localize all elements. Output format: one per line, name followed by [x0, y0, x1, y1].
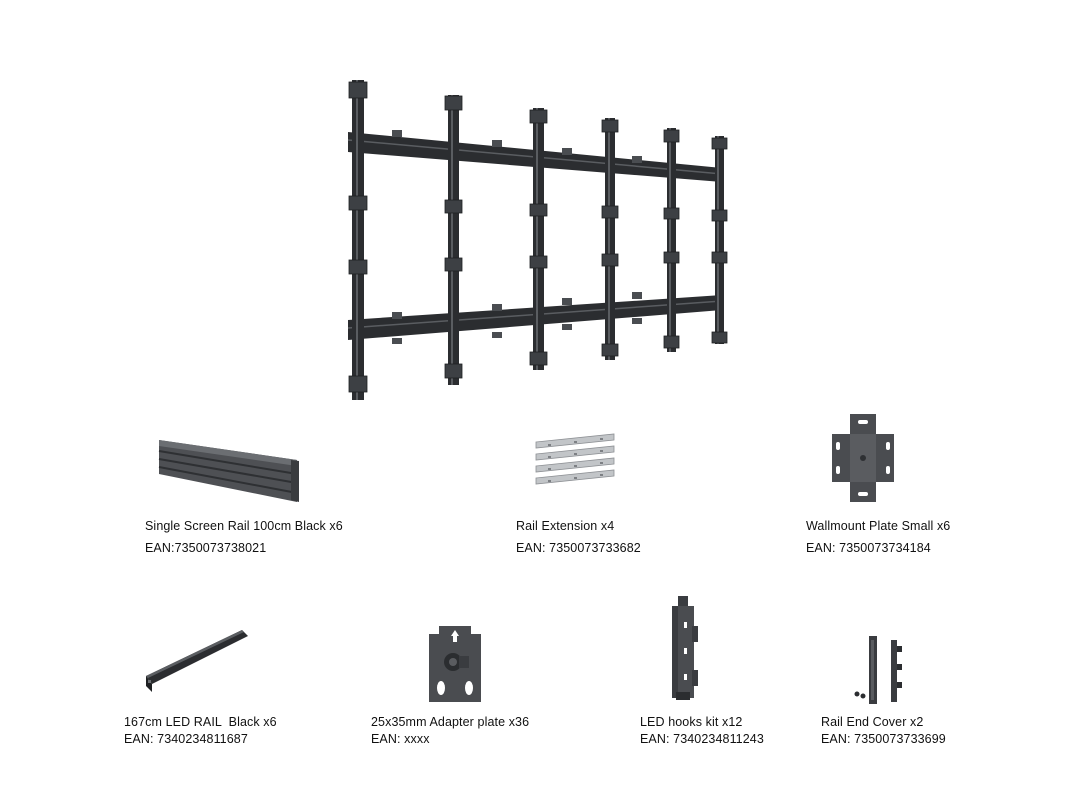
- part-ean: EAN: 7350073733699: [821, 732, 946, 746]
- vertical-post-3: [533, 108, 544, 370]
- led-wall-mount-frame: [330, 70, 750, 410]
- part-ean: EAN: 7350073734184: [806, 541, 931, 555]
- part-ean: EAN: 7340234811687: [124, 732, 248, 746]
- rail-end-cover-icon: [854, 636, 902, 704]
- wallmount-plate-icon: [832, 414, 894, 502]
- part-name: Rail End Cover x2: [821, 715, 924, 729]
- part-name: Rail Extension x4: [516, 519, 615, 533]
- part-ean: EAN:7350073738021: [145, 541, 267, 555]
- led-rail-icon: [146, 630, 248, 692]
- part-led-rail-167: 167cm LED RAIL Black x6 EAN: 73402348116…: [124, 626, 324, 750]
- vertical-post-5: [667, 128, 676, 352]
- part-single-screen-rail: Single Screen Rail 100cm Black x6 EAN:73…: [145, 430, 365, 560]
- part-name: LED hooks kit x12: [640, 715, 743, 729]
- part-rail-end-cover: Rail End Cover x2 EAN: 7350073733699: [821, 630, 1021, 750]
- part-name: 25x35mm Adapter plate x36: [371, 715, 530, 729]
- aluminium-rail-icon: [158, 440, 299, 502]
- part-wallmount-plate-small: Wallmount Plate Small x6 EAN: 7350073734…: [806, 412, 1006, 562]
- part-ean: EAN: 7350073733682: [516, 541, 641, 555]
- part-adapter-plate: 25x35mm Adapter plate x36 EAN: xxxx: [371, 620, 571, 750]
- rail-extension-icon: [535, 433, 615, 485]
- part-name: Wallmount Plate Small x6: [806, 519, 951, 533]
- adapter-plate-icon: [429, 626, 481, 702]
- part-name: Single Screen Rail 100cm Black x6: [145, 519, 343, 533]
- led-wall-mount-frame-icon: [347, 80, 728, 400]
- vertical-post-6: [715, 136, 724, 344]
- led-hook-icon: [672, 596, 698, 700]
- part-led-hooks-kit: LED hooks kit x12 EAN: 7340234811243: [640, 594, 840, 750]
- part-name: 167cm LED RAIL Black x6: [124, 715, 277, 729]
- part-ean: EAN: xxxx: [371, 732, 430, 746]
- vertical-post-2: [448, 95, 459, 385]
- part-ean: EAN: 7340234811243: [640, 732, 764, 746]
- part-rail-extension: Rail Extension x4 EAN: 7350073733682: [516, 430, 716, 560]
